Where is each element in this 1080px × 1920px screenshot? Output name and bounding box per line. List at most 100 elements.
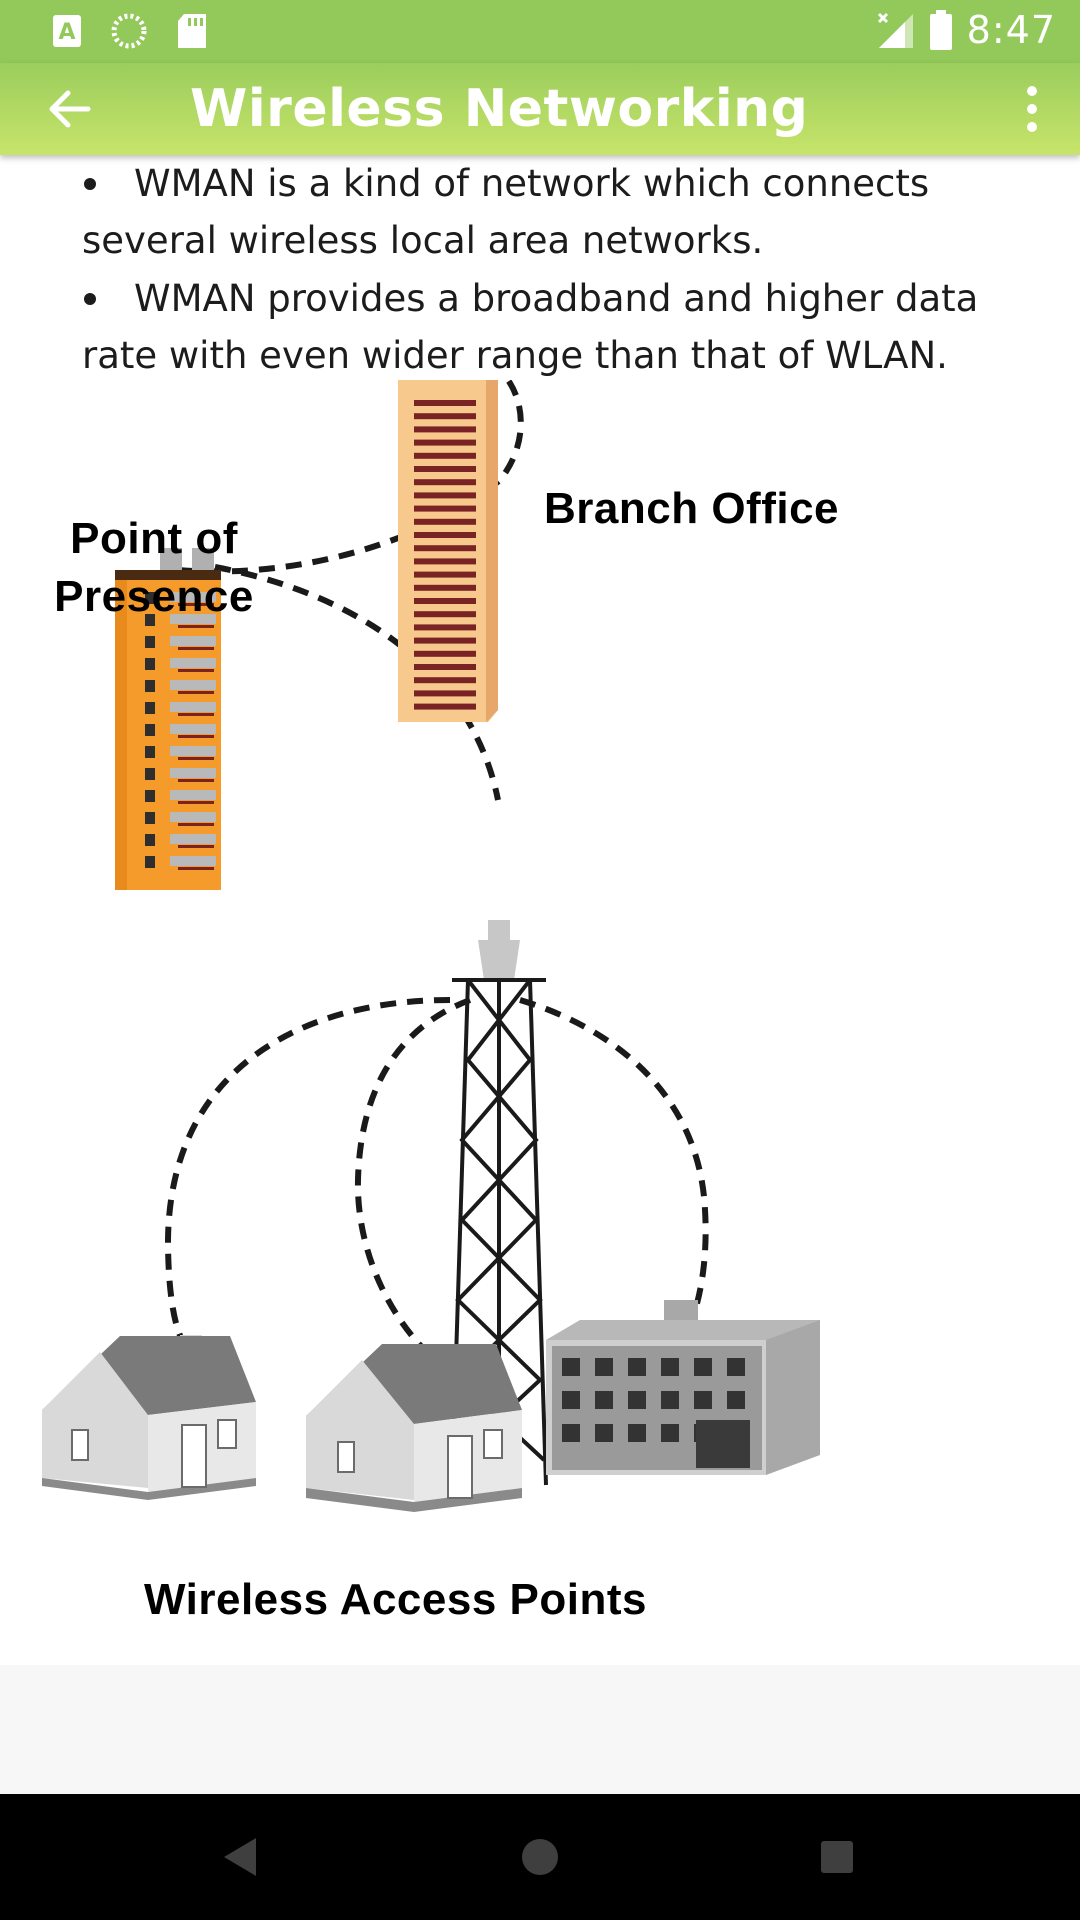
branch-window bbox=[414, 413, 476, 420]
pop-window bbox=[145, 614, 155, 626]
office-window bbox=[628, 1391, 646, 1409]
pop-window bbox=[170, 768, 216, 778]
branch-window bbox=[414, 426, 476, 433]
svg-text:A: A bbox=[58, 20, 75, 45]
pop-window bbox=[170, 658, 216, 668]
office-window bbox=[727, 1391, 745, 1409]
status-bar: A 8:47 bbox=[0, 0, 1080, 63]
bullet-text: WMAN is a kind of network which connects… bbox=[82, 162, 930, 262]
pop-window bbox=[178, 625, 214, 628]
pop-window bbox=[170, 680, 216, 690]
pop-window bbox=[145, 724, 155, 736]
branch-window bbox=[414, 439, 476, 446]
pop-window bbox=[170, 724, 216, 734]
branch-window bbox=[414, 703, 476, 710]
text-a-icon: A bbox=[53, 15, 81, 47]
pop-window bbox=[145, 768, 155, 780]
branch-window bbox=[414, 677, 476, 684]
branch-window bbox=[414, 598, 476, 604]
branch-window bbox=[414, 479, 476, 486]
pop-window bbox=[145, 746, 155, 758]
content-bottom-spacer bbox=[0, 1665, 1080, 1794]
point-of-presence-line2: Presence bbox=[54, 572, 254, 621]
branch-window bbox=[414, 532, 476, 538]
link-tower-office bbox=[519, 997, 709, 1327]
branch-window bbox=[414, 518, 476, 525]
arrow-back-icon[interactable] bbox=[44, 83, 96, 135]
pop-window bbox=[145, 658, 155, 670]
home-circle-icon[interactable] bbox=[515, 1832, 565, 1882]
signal-off-icon bbox=[877, 12, 913, 48]
pop-window bbox=[170, 812, 216, 822]
branch-window bbox=[414, 664, 476, 670]
pop-window bbox=[178, 713, 214, 716]
status-left-icons: A bbox=[52, 12, 208, 50]
recents-square-icon[interactable] bbox=[812, 1832, 862, 1882]
pop-window bbox=[178, 801, 214, 804]
pop-window bbox=[145, 856, 155, 868]
branch-window bbox=[414, 400, 476, 406]
branch-window bbox=[414, 571, 476, 578]
pop-window bbox=[178, 669, 214, 672]
link-tower-house-middle bbox=[354, 997, 472, 1378]
branch-window bbox=[414, 466, 476, 472]
branch-window bbox=[414, 492, 476, 499]
pop-window bbox=[178, 779, 214, 782]
pop-window bbox=[170, 856, 216, 866]
bullet-item: WMAN provides a broadband and higher dat… bbox=[82, 270, 982, 384]
branch-window bbox=[414, 650, 476, 657]
office-window bbox=[595, 1358, 613, 1376]
branch-window bbox=[414, 584, 476, 591]
pop-window bbox=[178, 735, 214, 738]
pop-window bbox=[170, 790, 216, 800]
house-middle bbox=[306, 1344, 522, 1512]
sync-spinner-icon bbox=[111, 13, 147, 49]
pop-window bbox=[145, 636, 155, 648]
office-window bbox=[562, 1424, 580, 1442]
branch-window bbox=[414, 637, 476, 644]
bullet-dot bbox=[84, 178, 96, 190]
bullet-dot bbox=[84, 293, 96, 305]
link-pop-tower bbox=[214, 564, 501, 801]
pop-window bbox=[178, 823, 214, 826]
office-building bbox=[546, 1300, 820, 1475]
bullet-item: WMAN is a kind of network which connects… bbox=[82, 155, 982, 269]
point-of-presence-line1: Point of bbox=[70, 514, 238, 563]
office-window bbox=[661, 1358, 679, 1376]
wireless-access-points-label: Wireless Access Points bbox=[144, 1575, 647, 1624]
pop-window bbox=[170, 834, 216, 844]
branch-office-label: Branch Office bbox=[544, 484, 840, 533]
pop-window bbox=[145, 592, 155, 604]
content-area: WMAN is a kind of network which connects… bbox=[0, 155, 1080, 1665]
wman-diagram: Point of Presence Branch Office Wireless… bbox=[0, 380, 1080, 1820]
branch-window bbox=[414, 690, 476, 697]
pop-window bbox=[145, 834, 155, 846]
branch-window bbox=[414, 505, 476, 512]
pop-window bbox=[170, 702, 216, 712]
pop-window bbox=[170, 746, 216, 756]
wman-diagram-graphic bbox=[42, 380, 820, 1512]
pop-window bbox=[178, 757, 214, 760]
office-window bbox=[727, 1358, 745, 1376]
bullet-text: WMAN provides a broadband and higher dat… bbox=[82, 277, 979, 377]
pop-window bbox=[145, 790, 155, 802]
back-triangle-icon[interactable] bbox=[216, 1832, 266, 1882]
pop-window bbox=[178, 845, 214, 848]
branch-window bbox=[414, 545, 476, 552]
office-window bbox=[694, 1358, 712, 1376]
office-window bbox=[562, 1391, 580, 1409]
app-bar: Wireless Networking bbox=[0, 63, 1080, 155]
office-window bbox=[661, 1391, 679, 1409]
pop-window bbox=[178, 603, 214, 606]
battery-icon bbox=[929, 10, 952, 50]
branch-office-building bbox=[398, 380, 498, 722]
office-window bbox=[628, 1424, 646, 1442]
pop-window bbox=[170, 614, 216, 624]
more-vert-icon[interactable] bbox=[1020, 83, 1044, 135]
office-window bbox=[628, 1358, 646, 1376]
status-clock: 8:47 bbox=[966, 8, 1056, 52]
branch-window bbox=[414, 611, 476, 618]
branch-window bbox=[414, 452, 476, 459]
pop-window bbox=[170, 636, 216, 646]
office-window bbox=[595, 1391, 613, 1409]
